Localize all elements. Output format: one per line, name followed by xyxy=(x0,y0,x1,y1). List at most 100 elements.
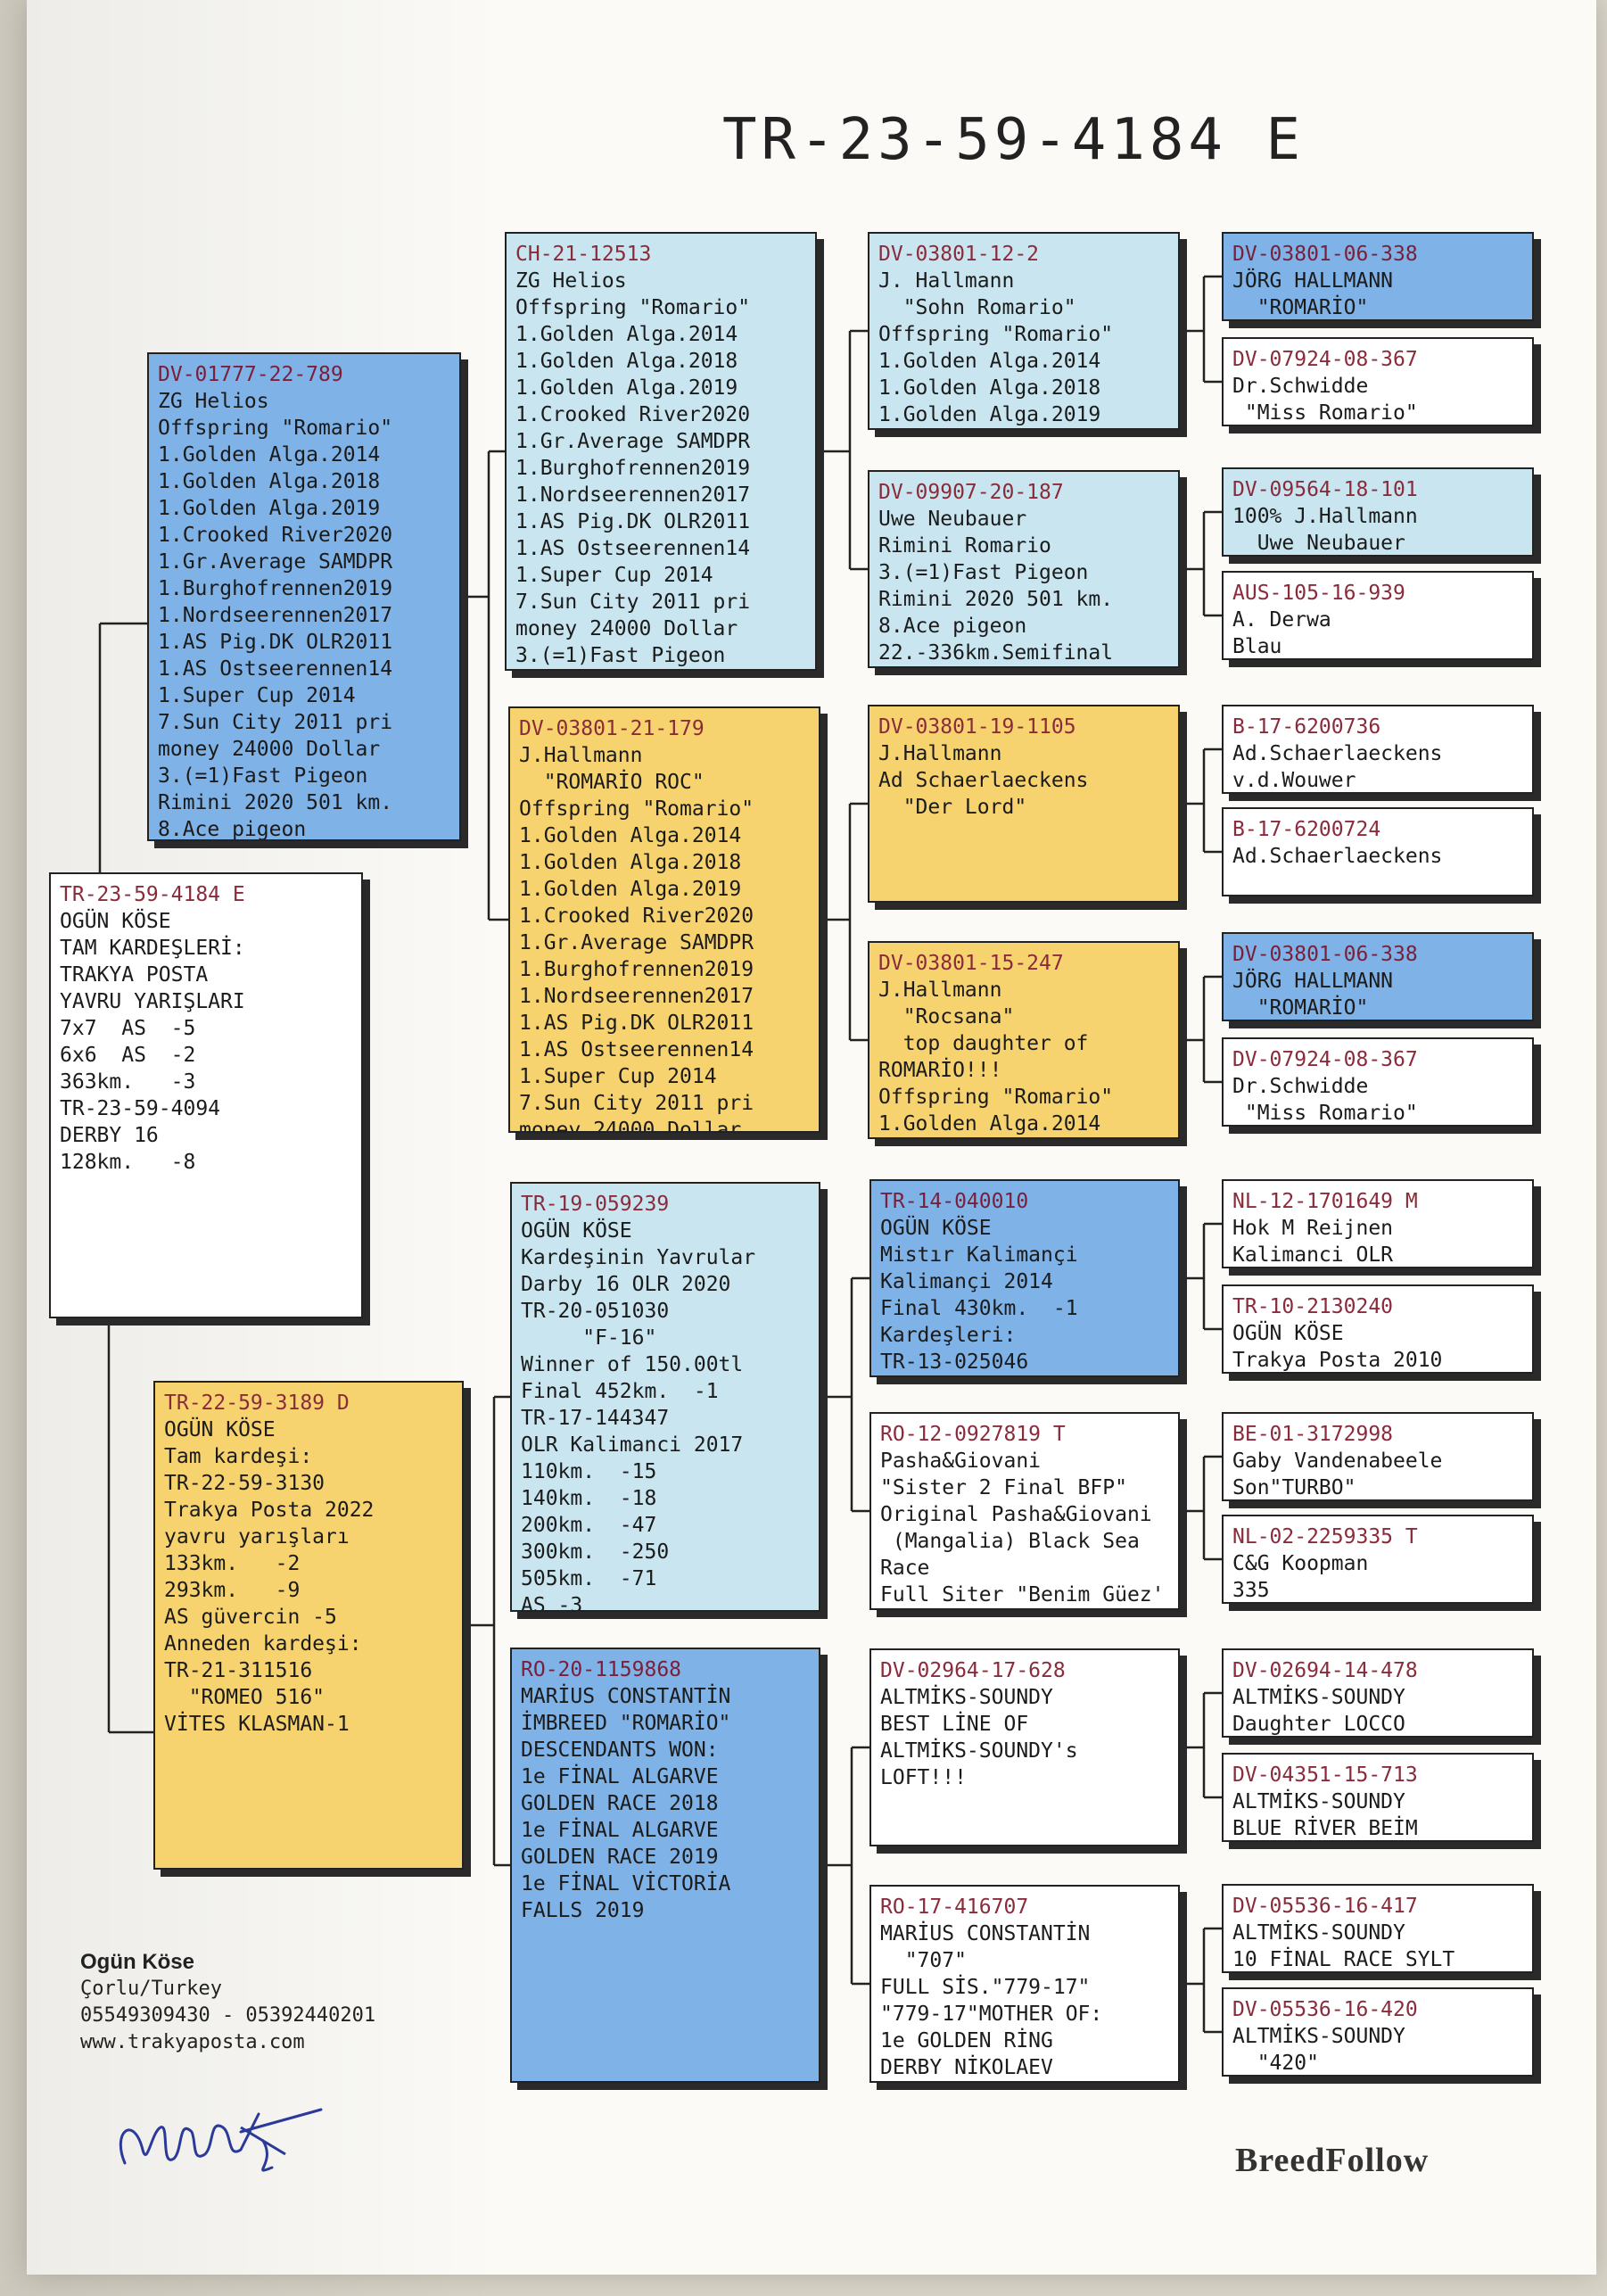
pedigree-line: TR-20-051030 xyxy=(521,1300,670,1323)
pedigree-line: 7x7 AS -5 xyxy=(60,1017,196,1040)
pedigree-line: Daughter LOCCO xyxy=(1232,1713,1405,1736)
pedigree-line: 3.(=1)Fast Pigeon xyxy=(158,764,368,788)
pedigree-line: Winner of 150.00tl xyxy=(521,1353,744,1376)
pedigree-line: money 24000 Dollar xyxy=(515,617,738,640)
pedigree-line: Darby 16 OLR 2020 xyxy=(521,1273,731,1296)
pedigree-line: 1.Nordseerennen2017 xyxy=(515,483,751,507)
breeder-website[interactable]: www.trakyaposta.com xyxy=(80,2031,305,2053)
ring-number: DV-03801-06-338 xyxy=(1232,943,1418,966)
pedigree-line: 1.Gr.Average SAMDPR xyxy=(515,430,751,453)
pedigree-line: 335 xyxy=(1232,1579,1270,1602)
pedigree-line: 1.Golden Alga.2014 xyxy=(515,323,738,346)
pedigree-line: Uwe Neubauer xyxy=(878,508,1027,531)
ring-number: DV-02964-17-628 xyxy=(880,1659,1066,1682)
pedigree-line: 1.Burghofrennen2019 xyxy=(158,577,393,600)
pedigree-line: Kalimanci OLR xyxy=(1232,1243,1394,1267)
pedigree-line: Original Pasha&Giovani xyxy=(880,1503,1152,1526)
ring-number: NL-02-2259335 T xyxy=(1232,1525,1418,1549)
pedigree-line: DERBY 16 xyxy=(60,1124,159,1147)
pedigree-line: Rimini 2020 501 km. xyxy=(878,588,1114,611)
pedigree-line: MARİUS CONSTANTİN xyxy=(521,1685,731,1708)
pedigree-line: "Miss Romario" xyxy=(1232,1102,1418,1125)
pedigree-line: "420" xyxy=(1232,2052,1319,2075)
pedigree-line: 1.Super Cup 2014 xyxy=(519,1065,717,1088)
pedigree-line: 1.Nordseerennen2017 xyxy=(158,604,393,627)
pedigree-line: 505km. -71 xyxy=(521,1567,657,1590)
pedigree-line: Anneden kardeşi: xyxy=(164,1632,362,1656)
pedigree-line: J.Hallmann xyxy=(878,742,1002,765)
breeder-phones: 05549309430 - 05392440201 xyxy=(80,2004,376,2027)
pedigree-line: JÖRG HALLMANN xyxy=(1232,970,1394,993)
pedigree-line: TR-23-59-4094 xyxy=(60,1097,221,1120)
pedigree-line: DESCENDANTS WON: xyxy=(521,1739,719,1762)
pedigree-line: FALLS 2019 xyxy=(521,1899,645,1922)
pedigree-line: 8.Ace pigeon xyxy=(878,615,1027,638)
pedigree-line: 1e FİNAL ALGARVE xyxy=(521,1765,719,1788)
pedigree-line: Ad.Schaerlaeckens xyxy=(1232,845,1443,868)
pedigree-line: TRAKYA POSTA xyxy=(60,963,209,987)
ring-number: DV-07924-08-367 xyxy=(1232,348,1418,371)
pedigree-line: 8.Ace pigeon xyxy=(158,818,307,841)
pedigree-line: 300km. -250 xyxy=(521,1540,670,1564)
pedigree-line: "707" xyxy=(880,1949,967,1972)
pedigree-line: 1.Golden Alga.2018 xyxy=(878,376,1101,400)
pedigree-line: Gaby Vandenabeele xyxy=(1232,1449,1443,1473)
pedigree-line: 1.Golden Alga.2018 xyxy=(519,851,742,874)
ring-number: DV-03801-19-1105 xyxy=(878,715,1076,739)
pedigree-line: 1.Golden Alga.2014 xyxy=(519,824,742,847)
ring-number: DV-03801-12-2 xyxy=(878,243,1040,266)
pedigree-line: 1.Golden Alga.2019 xyxy=(515,376,738,400)
pedigree-line: Offspring "Romario" xyxy=(878,1086,1114,1109)
ring-number: DV-09907-20-187 xyxy=(878,481,1064,504)
pedigree-line: "Miss Romario" xyxy=(1232,401,1418,425)
pedigree-line: 1.Crooked River2020 xyxy=(519,904,754,928)
pedigree-line: J. Hallmann xyxy=(878,269,1015,293)
pedigree-line: GOLDEN RACE 2018 xyxy=(521,1792,719,1815)
pedigree-line: Dr.Schwidde xyxy=(1232,1075,1369,1098)
pedigree-line: İMBREED "ROMARİO" xyxy=(521,1712,731,1735)
pedigree-line: Rimini 2020 501 km. xyxy=(158,791,393,814)
pedigree-line: Offspring "Romario" xyxy=(519,797,754,821)
pedigree-line: v.d.Wouwer xyxy=(1232,769,1356,792)
pedigree-line: 1.Golden Alga.2019 xyxy=(158,497,381,520)
pedigree-line: TR-21-311516 xyxy=(164,1659,313,1682)
pedigree-line: 1.Golden Alga.2014 xyxy=(878,350,1101,373)
pedigree-line: 1.AS Ostseerennen14 xyxy=(519,1038,754,1061)
pedigree-line: JÖRG HALLMANN xyxy=(1232,269,1394,293)
pedigree-line: FULL SİS."779-17" xyxy=(880,1976,1091,1999)
pedigree-line: 1e FİNAL ALGARVE xyxy=(521,1819,719,1842)
pedigree-line: 3.(=1)Fast Pigeon xyxy=(515,644,726,667)
